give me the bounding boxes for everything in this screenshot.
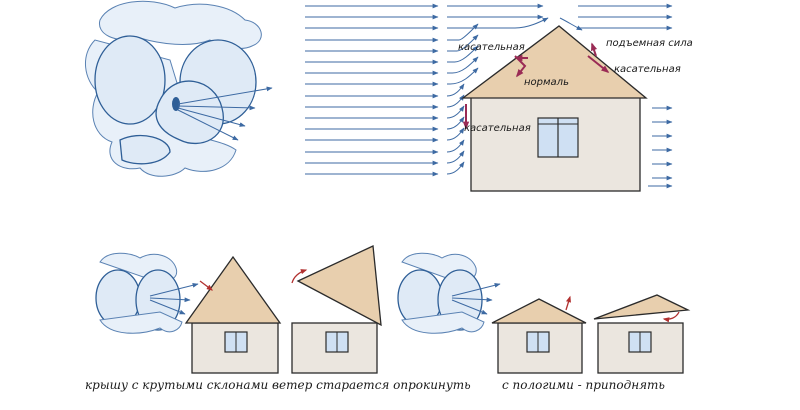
wind-streamline xyxy=(446,83,465,97)
wind-streamline xyxy=(446,105,465,119)
wind-streamline xyxy=(446,127,465,141)
wind-streamline xyxy=(447,17,549,29)
house-steep-1 xyxy=(184,255,282,374)
lift-force-arrow xyxy=(590,42,598,57)
label-lift: подъемная сила xyxy=(606,38,693,49)
steep-roof-1 xyxy=(184,255,282,324)
wind-streamline xyxy=(559,17,583,31)
gentle-roof-1 xyxy=(491,298,587,324)
wind-cloud-bottom-right xyxy=(397,252,501,334)
wind-streamline xyxy=(447,34,479,52)
caption-gentle: с пологими - приподнять xyxy=(502,378,665,392)
gentle-roof-2-lifting xyxy=(593,294,691,320)
wind-streamline xyxy=(446,139,465,153)
lift-arrow xyxy=(565,295,571,311)
house-top-roof xyxy=(461,25,648,99)
caption-steep: крышу с крутыми склонами ветер старается… xyxy=(85,378,471,392)
tip-over-arrow xyxy=(291,269,308,284)
label-tangent-left-top: касательная xyxy=(458,42,525,53)
lift-off-arrow xyxy=(662,311,680,323)
wind-streamline xyxy=(447,45,479,63)
tangent-force-arrow-right xyxy=(587,55,610,73)
wind-streamline xyxy=(446,161,465,175)
house-gentle-1 xyxy=(491,295,587,374)
house-top xyxy=(461,25,648,192)
wind-cloud-bottom-left xyxy=(95,252,199,334)
wind-streamline xyxy=(447,67,479,85)
house-gentle-2 xyxy=(593,294,691,374)
label-tangent-left-mid: касательная xyxy=(464,123,531,134)
wind-streamline xyxy=(446,116,465,130)
wind-streamline xyxy=(447,56,479,74)
house-steep-2 xyxy=(291,245,382,374)
label-tangent-right: касательная xyxy=(614,64,681,75)
wind-streamline xyxy=(446,150,465,164)
wind-streamline xyxy=(447,23,479,41)
steep-roof-2-tipping xyxy=(296,245,382,327)
wind-cloud-top xyxy=(84,0,273,177)
wind-streamline xyxy=(446,94,465,108)
label-normal: нормаль xyxy=(524,77,569,88)
wind-force-arrow xyxy=(199,280,214,291)
wind-streamlines xyxy=(305,3,673,189)
